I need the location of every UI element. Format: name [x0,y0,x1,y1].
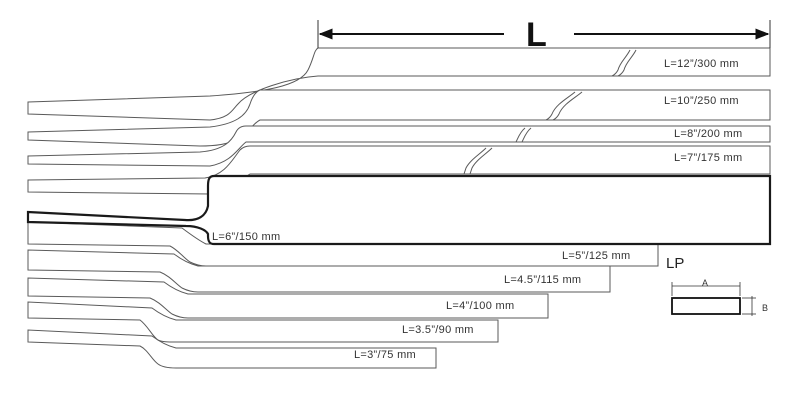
size-label-3in: L=3”/75 mm [354,349,416,361]
size-label-12in: L=12”/300 mm [664,58,739,70]
size-label-4in: L=4”/100 mm [446,300,514,312]
length-symbol: L [526,16,547,54]
size-label-5in: L=5”/125 mm [562,250,630,262]
cross-section: LP A B [666,255,768,316]
size-label-7in: L=7”/175 mm [674,152,742,164]
file-4in [27,277,549,319]
profile-code: LP [666,255,684,272]
size-label-8in: L=8”/200 mm [674,128,742,140]
size-label-3-5in: L=3.5”/90 mm [402,324,474,336]
length-dimension: L [317,16,771,54]
section-rect [671,297,741,315]
file-6in [26,174,772,246]
dim-a-label: A [702,278,708,288]
size-label-4-5in: L=4.5”/115 mm [504,274,581,286]
dim-b-label: B [762,303,768,313]
file-4-5in [27,249,611,293]
file-3-5in [27,301,499,343]
file-10in [27,89,771,147]
file-3in [27,329,437,369]
file-12in [27,47,771,121]
file-8in [27,125,771,167]
size-label-10in: L=10”/250 mm [664,95,739,107]
size-label-6in: L=6”/150 mm [212,231,280,243]
